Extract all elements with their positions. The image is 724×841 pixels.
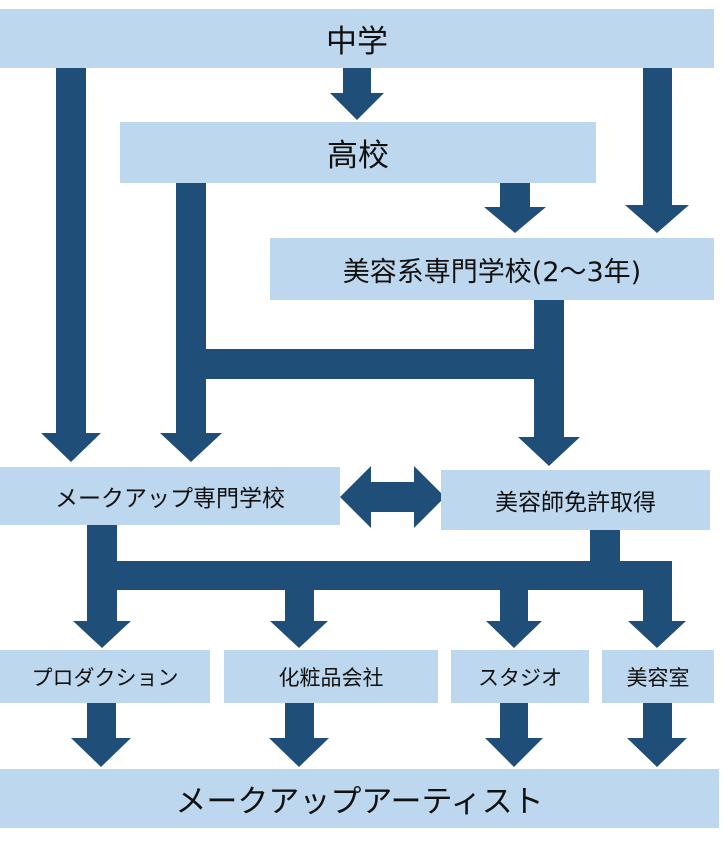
arrow-cosmetics-to-artist bbox=[269, 703, 329, 767]
connector-horizontal-mid bbox=[206, 349, 564, 379]
arrow-middle-to-beauty-school bbox=[625, 68, 689, 233]
node-beautician-license: 美容師免許取得 bbox=[441, 470, 710, 530]
arrow-to-studio bbox=[486, 590, 542, 648]
double-arrow-school-license bbox=[340, 466, 445, 528]
connector-horizontal-bottom bbox=[117, 561, 643, 590]
node-makeup-artist: メークアップアーティスト bbox=[0, 769, 719, 828]
node-makeup-vocational-school: メークアップ専門学校 bbox=[0, 467, 340, 525]
node-beauty-vocational-school: 美容系専門学校(2～3年) bbox=[270, 238, 714, 300]
arrow-studio-to-artist bbox=[485, 703, 543, 767]
arrow-high-to-beauty-school bbox=[484, 183, 546, 233]
node-high-school: 高校 bbox=[120, 122, 596, 183]
arrow-beauty-school-to-license bbox=[518, 300, 580, 466]
arrow-to-beauty-salon bbox=[628, 590, 686, 648]
arrow-high-to-makeup-school bbox=[160, 183, 222, 462]
arrow-to-cosmetics-company bbox=[270, 590, 328, 648]
arrow-middle-to-high bbox=[330, 68, 384, 120]
arrow-to-production bbox=[73, 590, 131, 648]
node-studio: スタジオ bbox=[451, 650, 589, 703]
connector-stem-left bbox=[87, 525, 117, 590]
connector-right-bus-end bbox=[643, 561, 672, 590]
arrow-middle-to-makeup-school bbox=[41, 68, 101, 462]
arrow-salon-to-artist bbox=[627, 703, 687, 767]
node-cosmetics-company: 化粧品会社 bbox=[224, 650, 438, 703]
node-middle-school: 中学 bbox=[0, 9, 714, 68]
node-production: プロダクション bbox=[0, 650, 210, 703]
arrow-production-to-artist bbox=[71, 703, 131, 767]
node-beauty-salon: 美容室 bbox=[602, 650, 714, 703]
